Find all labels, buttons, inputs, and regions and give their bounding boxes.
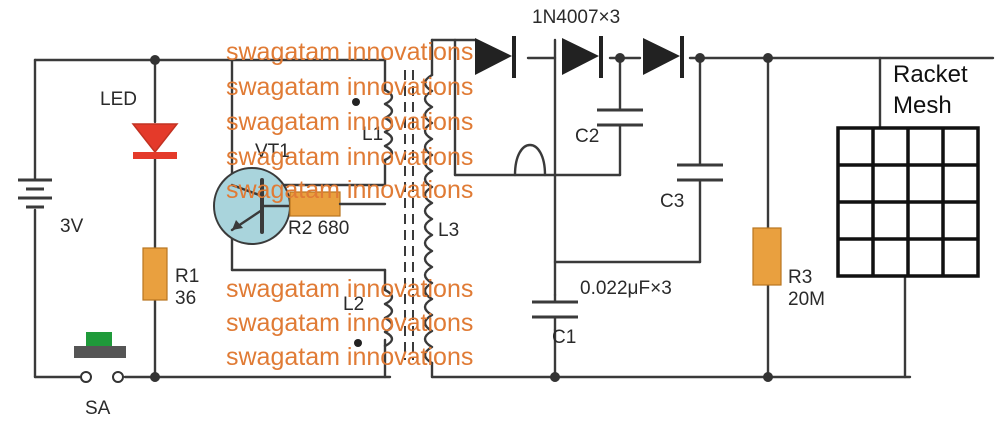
l1-label: L1 <box>362 124 383 145</box>
diode-d3 <box>643 36 684 78</box>
battery <box>18 178 52 209</box>
watermark-text: swagatam innovations <box>226 343 473 371</box>
switch-label: SA <box>85 398 111 419</box>
l3-label: L3 <box>438 220 459 241</box>
watermark-text: swagatam innovations <box>226 143 473 171</box>
resistor-r2 <box>289 191 341 217</box>
junction-dot <box>763 372 773 382</box>
c3-label: C3 <box>660 191 684 212</box>
left-wiring <box>33 58 392 379</box>
diode-d2 <box>562 36 603 78</box>
c2-label: C2 <box>575 126 599 147</box>
coil-l2 <box>354 288 394 348</box>
watermark-text: swagatam innovations <box>226 176 473 204</box>
junction-dot <box>695 53 705 63</box>
racket-label-line1: Racket <box>893 61 968 88</box>
junction-dot <box>150 55 160 65</box>
resistor-r1 <box>142 247 168 301</box>
junction-dot <box>615 53 625 63</box>
transformer-core <box>404 70 414 360</box>
r1-label: R1 <box>175 266 199 287</box>
junction-dot <box>150 372 160 382</box>
watermark-text: swagatam innovations <box>226 38 473 66</box>
watermark-text: swagatam innovations <box>226 309 473 337</box>
diodes-label: 1N4007×3 <box>532 7 620 28</box>
led <box>131 123 179 159</box>
watermark-text: swagatam innovations <box>226 108 473 136</box>
junction-dot <box>763 53 773 63</box>
multiplier-wiring <box>430 38 995 379</box>
led-label: LED <box>100 89 137 110</box>
coil-l1 <box>352 88 394 162</box>
r3-label: R3 <box>788 267 812 288</box>
capacitor-c2 <box>597 108 643 127</box>
r3-value: 20M <box>788 289 825 310</box>
junction-dot <box>550 372 560 382</box>
watermark-text: swagatam innovations <box>226 73 473 101</box>
battery-label: 3V <box>60 216 84 237</box>
watermark-text: swagatam innovations <box>226 275 473 303</box>
l2-label: L2 <box>343 294 364 315</box>
racket-mesh <box>836 126 980 278</box>
watermark: swagatam innovations swagatam innovation… <box>226 38 473 371</box>
racket-label-line2: Mesh <box>893 92 952 119</box>
resistor-r3 <box>752 227 782 286</box>
coil-l3 <box>423 38 434 379</box>
diode-d1 <box>475 36 516 78</box>
vt1-label: VT1 <box>255 141 290 162</box>
capacitors-value-label: 0.022μF×3 <box>580 278 672 299</box>
capacitor-c3 <box>677 163 723 182</box>
r1-value: 36 <box>175 288 196 309</box>
wire-crossover <box>513 144 547 177</box>
r2-label: R2 680 <box>288 218 349 239</box>
switch-sa <box>74 332 126 383</box>
c1-label: C1 <box>552 327 576 348</box>
capacitor-c1 <box>532 293 578 332</box>
